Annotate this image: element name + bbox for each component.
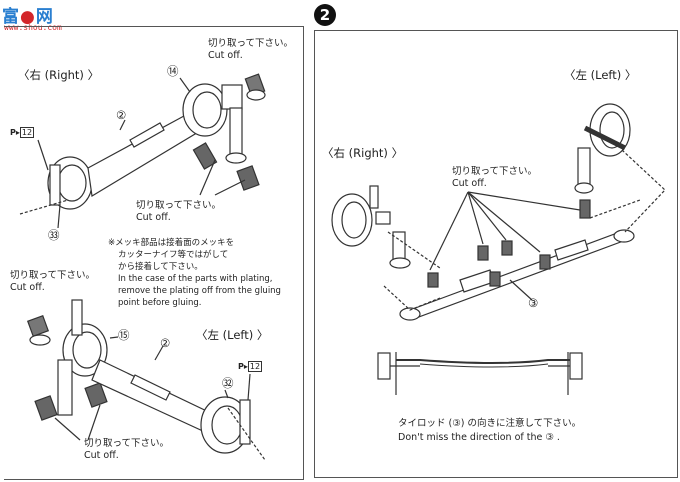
cutoff-jp-r: 切り取って下さい。 — [452, 166, 538, 177]
cutoff-stub-lower — [26, 314, 50, 338]
note-en-line-1: In the case of the parts with plating, — [118, 274, 273, 284]
cutoff-en-lower-left: Cut off. — [10, 282, 45, 293]
part-3-label: ③ — [528, 296, 539, 310]
cutoff-en-middle: Cut off. — [136, 212, 171, 223]
page-ref-prefix-lower: P — [238, 362, 244, 371]
note-jp-line-3: から接着して下さい。 — [118, 262, 203, 272]
page-ref-upper: P▸12 — [10, 127, 35, 138]
left-assembly-label-r: 〈左 (Left) 〉 — [564, 68, 637, 82]
right-step-panel — [314, 30, 678, 478]
tierod-note-en: Don't miss the direction of the ③ . — [398, 432, 560, 443]
right-assembly-label: 〈右 (Right) 〉 — [18, 68, 100, 82]
right-assembly-label-r: 〈右 (Right) 〉 — [322, 146, 404, 160]
cutoff-jp-upper: 切り取って下さい。 — [208, 38, 294, 49]
left-assembly-label: 〈左 (Left) 〉 — [196, 328, 269, 342]
part-14-label: ⑭ — [167, 64, 179, 78]
cutoff-jp-lower-left: 切り取って下さい。 — [10, 270, 96, 281]
page-ref-num-lower: 12 — [247, 361, 263, 372]
page-ref-prefix-upper: P — [10, 128, 16, 137]
note-jp-line-1: ※メッキ部品は接着面のメッキを — [108, 238, 235, 248]
note-jp-line-2: カッターナイフ等ではがして — [118, 250, 229, 260]
part-2-label-upper: ② — [116, 108, 127, 122]
cutoff-jp-lower: 切り取って下さい。 — [84, 438, 170, 449]
cutoff-jp-middle: 切り取って下さい。 — [136, 200, 222, 211]
page-ref-lower: P▸12 — [238, 361, 263, 372]
left-step-panel — [4, 26, 304, 480]
note-en-line-3: point before gluing. — [118, 298, 202, 308]
step-number-badge: 2 — [314, 4, 336, 26]
cutoff-en-r: Cut off. — [452, 178, 487, 189]
part-32-label: ㉜ — [222, 376, 234, 390]
logo-dot: ● — [20, 7, 36, 27]
part-15-label: ⑮ — [118, 328, 130, 342]
logo-url: www.shou.com — [4, 23, 62, 32]
tierod-topview — [396, 359, 570, 364]
logo-char-1: 富 — [2, 7, 20, 27]
part-2-label-lower: ② — [160, 336, 171, 350]
tierod-note-jp: タイロッド (③) の向きに注意して下さい。 — [398, 418, 582, 429]
cutoff-en-upper: Cut off. — [208, 50, 243, 61]
page-ref-num-upper: 12 — [19, 127, 35, 138]
axle-tube-lower — [91, 359, 216, 433]
watermark-logo: 富●网 — [2, 2, 54, 27]
note-en-line-2: remove the plating off from the gluing — [118, 286, 281, 296]
logo-char-2: 网 — [35, 7, 54, 27]
cutoff-en-lower: Cut off. — [84, 450, 119, 461]
part-33-label: ㉝ — [48, 228, 60, 242]
